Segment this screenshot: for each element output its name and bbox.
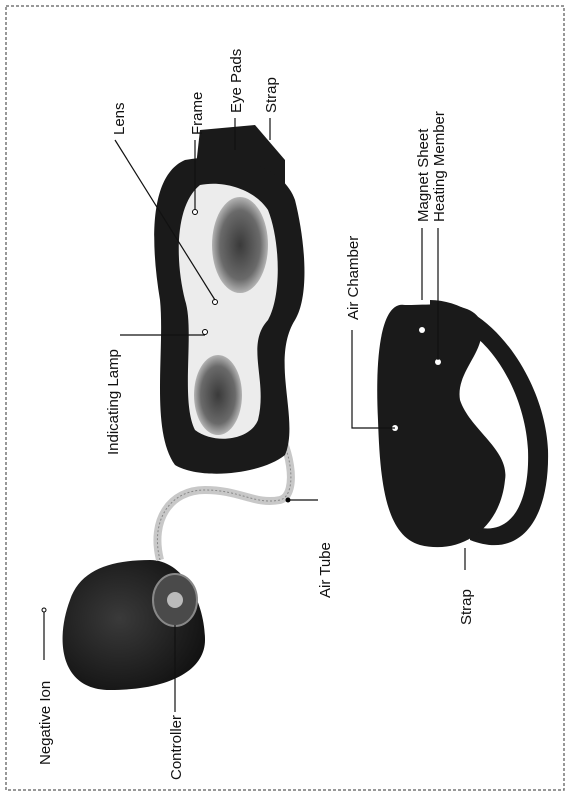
negative-ion-dot xyxy=(42,608,46,612)
controller-device xyxy=(42,560,205,690)
label-strap-top: Strap xyxy=(263,77,280,113)
label-eye-pads: Eye Pads xyxy=(228,49,245,113)
front-lens-lower xyxy=(194,355,242,435)
lens-dot xyxy=(213,300,218,305)
label-frame: Frame xyxy=(189,92,206,135)
label-air-tube: Air Tube xyxy=(317,542,334,598)
front-lens-upper xyxy=(212,197,268,293)
label-magnet-sheet: Magnet Sheet xyxy=(415,128,432,222)
front-eye-massager xyxy=(154,125,304,474)
label-lens: Lens xyxy=(111,102,128,135)
label-controller: Controller xyxy=(168,715,185,780)
label-air-chamber: Air Chamber xyxy=(345,236,362,320)
frame-dot xyxy=(193,210,198,215)
back-eye-massager xyxy=(377,300,548,548)
label-heating-member: Heating Member xyxy=(431,111,448,222)
strap-dot xyxy=(462,542,468,548)
label-negative-ion: Negative Ion xyxy=(37,681,54,765)
label-indicating-lamp: Indicating Lamp xyxy=(105,349,122,455)
magnet-sheet-dot xyxy=(419,327,425,333)
controller-button xyxy=(167,592,183,608)
label-strap-bottom: Strap xyxy=(458,589,475,625)
indicating-lamp-dot xyxy=(203,330,208,335)
air-tube-dot xyxy=(286,498,291,503)
